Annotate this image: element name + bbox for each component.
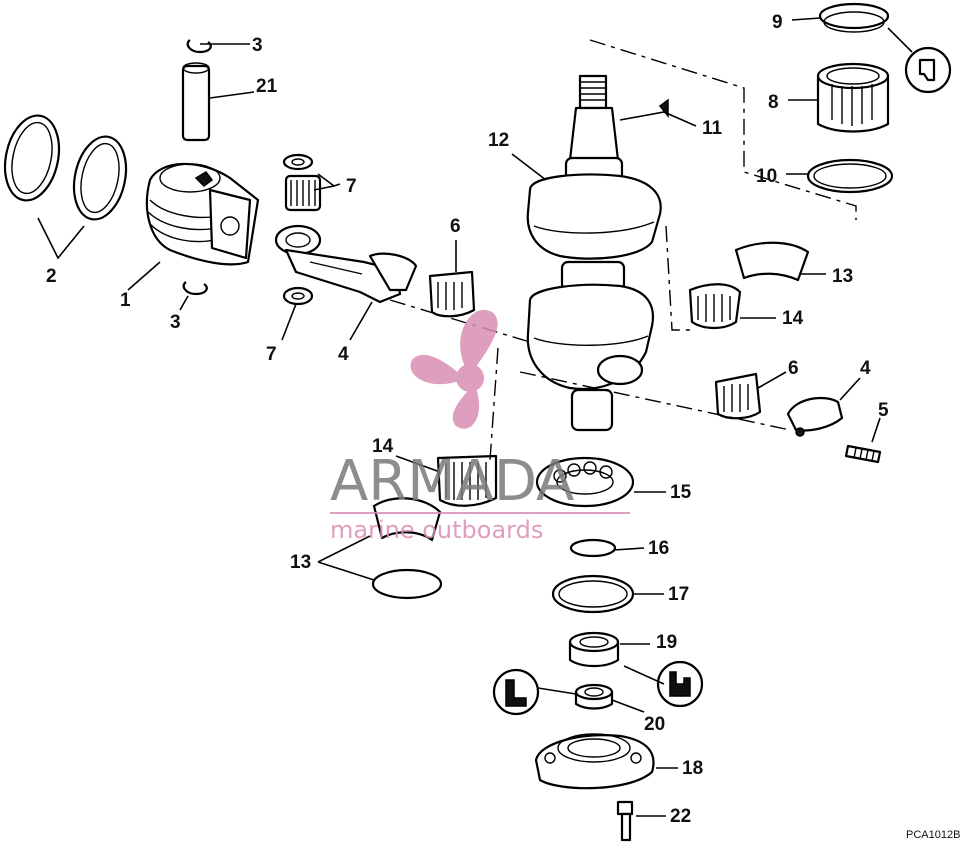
woodruff-key [658, 98, 669, 119]
wrist-pin-needle-bearing [284, 174, 322, 212]
center-bearing-race-half-left [372, 497, 442, 542]
callout-11: 11 [702, 118, 723, 139]
callout-4-left: 4 [338, 344, 349, 365]
assembly-line-upper-bearing [589, 39, 857, 220]
thrust-washer-lower [282, 286, 314, 306]
callout-14-right: 14 [782, 308, 804, 329]
callout-9: 9 [772, 12, 783, 33]
watermark-divider [330, 512, 630, 514]
callout-22: 22 [670, 806, 691, 827]
assembly-line-lower [489, 347, 499, 461]
callout-2: 2 [46, 266, 57, 287]
rod-needle-bearing-cage-left [428, 270, 476, 318]
retaining-ring-center [371, 568, 443, 600]
lower-seal-20 [574, 683, 614, 710]
center-needle-bearing-half-right [688, 283, 742, 330]
callout-16: 16 [648, 538, 669, 559]
callout-15: 15 [670, 482, 692, 503]
drawing-code: PCA1012B [906, 829, 960, 841]
callout-8: 8 [768, 92, 779, 113]
thrust-washer-upper [282, 153, 314, 171]
callout-14-left: 14 [372, 436, 394, 457]
upper-main-bearing [816, 62, 890, 133]
callout-1: 1 [120, 290, 131, 311]
retaining-ring-top [186, 39, 212, 54]
propeller-icon [410, 309, 498, 429]
grease-tube-icon [492, 668, 540, 716]
lower-bearing-housing [534, 733, 655, 790]
wrist-pin [181, 62, 211, 142]
callout-20: 20 [644, 714, 665, 735]
callout-3-bottom: 3 [170, 312, 181, 333]
callout-17: 17 [668, 584, 689, 605]
sealant-tube-icon [904, 46, 952, 94]
crankshaft [526, 74, 662, 432]
connecting-rod-bolt [844, 444, 882, 464]
lower-ball-bearing [535, 456, 635, 508]
assembly-line-crank-center [665, 225, 690, 331]
housing-screw [616, 800, 634, 842]
callout-19: 19 [656, 632, 677, 653]
oil-can-icon [656, 660, 704, 708]
callout-10: 10 [756, 166, 777, 187]
upper-seal-ring [818, 2, 890, 33]
callout-13-left: 13 [290, 552, 311, 573]
retaining-ring-bottom [182, 281, 208, 296]
snap-ring [569, 538, 617, 558]
watermark-brand: ARMADA [330, 449, 574, 514]
lower-needle-bearing [436, 454, 498, 507]
callout-6-left: 6 [450, 216, 461, 237]
callout-12: 12 [488, 130, 509, 151]
center-bearing-race-half-right [734, 241, 810, 282]
callout-13-right: 13 [832, 266, 853, 287]
callout-4-right: 4 [860, 358, 871, 379]
piston [145, 162, 260, 266]
callout-18: 18 [682, 758, 703, 779]
piston-ring-upper [3, 114, 61, 202]
callout-7-top: 7 [346, 176, 357, 197]
callout-21: 21 [256, 76, 278, 97]
watermark-tagline: marine outboards [330, 516, 543, 544]
callout-7-bottom: 7 [266, 344, 277, 365]
connecting-rod-cap [786, 396, 844, 437]
piston-ring-lower [72, 135, 128, 221]
leader-lines [37, 17, 913, 817]
lower-seal-19 [568, 631, 620, 668]
callout-5: 5 [878, 400, 889, 421]
armada-watermark: ARMADA marine outboards [330, 309, 630, 544]
upper-o-ring [806, 158, 894, 194]
lower-o-ring [551, 574, 635, 614]
assembly-line-pin [389, 299, 791, 431]
callout-3-top: 3 [252, 35, 263, 56]
rod-needle-bearing-cage-right [714, 372, 762, 420]
connecting-rod [274, 224, 418, 304]
callout-6-right: 6 [788, 358, 799, 379]
